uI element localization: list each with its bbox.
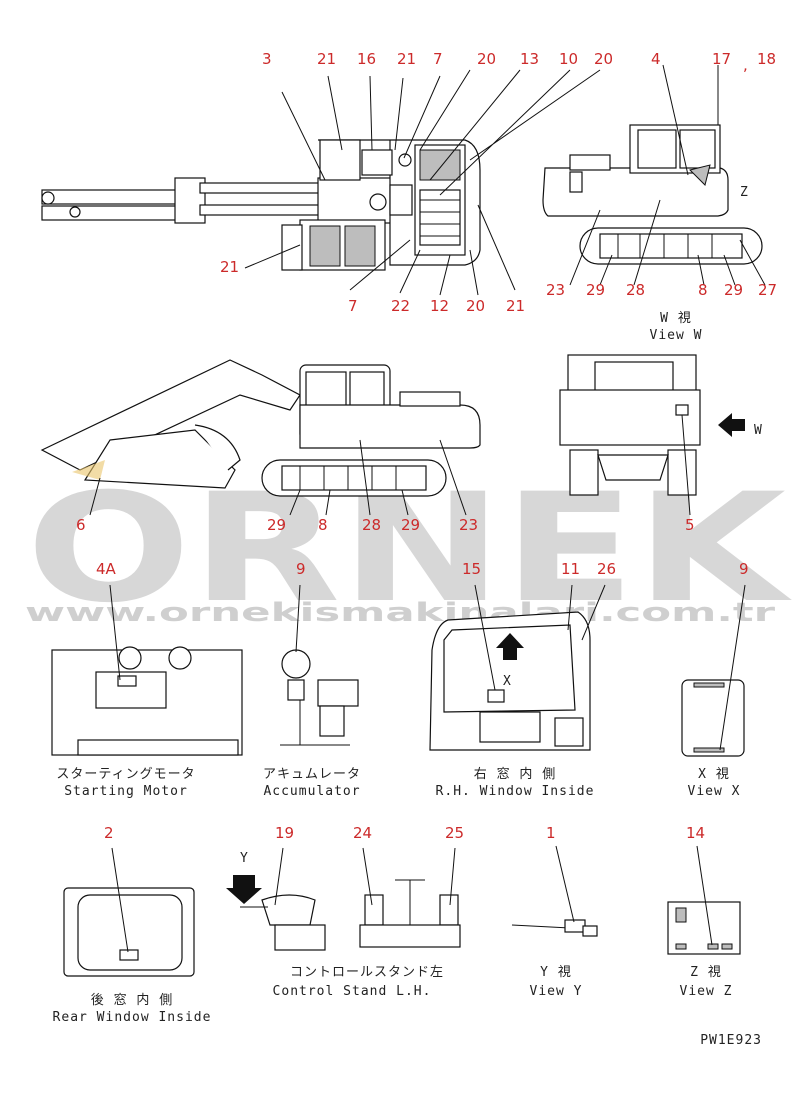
callout-top-20a: 20 [477, 50, 496, 68]
callout-control-24: 24 [353, 824, 372, 842]
callout-top-21c: 21 [220, 258, 239, 276]
callout-w-29a: 29 [586, 281, 605, 299]
callout-top-3: 3 [262, 50, 272, 68]
callout-rear-window-2: 2 [104, 824, 114, 842]
callout-w-23: 23 [546, 281, 565, 299]
arrow-down-icon [226, 875, 262, 904]
caption-control-stand-jp: コントロールスタンド左 [290, 965, 444, 980]
callout-accumulator-9: 9 [296, 560, 306, 578]
caption-rear-window-jp: 後 窓 内 側 [91, 992, 173, 1008]
callout-rh-15: 15 [462, 560, 481, 578]
caption-view-y-en: View Y [530, 984, 583, 999]
top-view-excavator: 3 21 16 21 7 20 13 10 20 21 7 22 12 20 2… [41, 50, 613, 315]
panel-accumulator: 9 アキュムレータ Accumulator [263, 560, 361, 799]
callout-w-8: 8 [698, 281, 708, 299]
drawing-code: PW1E923 [700, 1033, 762, 1048]
caption-accumulator-jp: アキュムレータ [263, 767, 361, 782]
callout-w-29b: 29 [724, 281, 743, 299]
callout-side-28: 28 [362, 516, 381, 534]
panel-view-x: 9 X 視 View X [681, 560, 749, 799]
callout-w-17: 17 [712, 50, 731, 68]
watermark-url: www.ornekismakinalari.com.tr [25, 598, 775, 628]
callout-control-25: 25 [445, 824, 464, 842]
side-view-excavator: 6 29 8 28 29 23 [40, 359, 481, 534]
caption-w-jp: W 視 [660, 311, 692, 326]
callout-view-x-9: 9 [739, 560, 749, 578]
view-w-excavator: 4 17 , 18 Z 23 29 28 8 29 27 W 視 View W [542, 50, 777, 343]
panel-rh-window: X 15 11 26 右 窓 内 側 R.H. Window Inside [429, 560, 616, 799]
callout-rh-26: 26 [597, 560, 616, 578]
callout-w-4: 4 [651, 50, 661, 68]
callout-top-21a: 21 [317, 50, 336, 68]
caption-starting-motor-en: Starting Motor [64, 784, 188, 799]
caption-rh-window-en: R.H. Window Inside [436, 784, 595, 799]
callout-top-7: 7 [433, 50, 443, 68]
callout-view-z-14: 14 [686, 824, 705, 842]
label-y: Y [240, 851, 249, 866]
caption-view-y-jp: Y 視 [540, 965, 572, 980]
caption-control-stand-en: Control Stand L.H. [273, 984, 432, 999]
panel-starting-motor: 4A スターティングモータ Starting Motor [51, 560, 243, 799]
label-z: Z [740, 185, 749, 200]
callout-rear-5: 5 [685, 516, 695, 534]
callout-top-10: 10 [559, 50, 578, 68]
caption-starting-motor-jp: スターティングモータ [56, 767, 195, 782]
callout-top-13: 13 [520, 50, 539, 68]
callout-side-6: 6 [76, 516, 86, 534]
callout-top-22: 22 [391, 297, 410, 315]
panel-view-y: 1 Y 視 View Y [511, 824, 598, 999]
panel-rear-window: 2 後 窓 内 側 Rear Window Inside [53, 824, 212, 1025]
caption-rear-window-en: Rear Window Inside [53, 1010, 212, 1025]
rear-view-excavator: 5 W [559, 354, 763, 534]
arrow-w-icon [718, 413, 745, 437]
callout-side-23: 23 [459, 516, 478, 534]
caption-view-x-en: View X [688, 784, 741, 799]
caption-rh-window-jp: 右 窓 内 側 [474, 766, 556, 782]
arrow-up-icon [496, 633, 524, 660]
label-x: X [503, 674, 512, 689]
caption-view-z-en: View Z [680, 984, 733, 999]
callout-top-20c: 20 [466, 297, 485, 315]
callout-top-7b: 7 [348, 297, 358, 315]
panel-control-stand: Y 19 24 25 コントロールスタンド左 Control Stand L.H… [226, 824, 464, 999]
callout-w-28: 28 [626, 281, 645, 299]
callout-side-29b: 29 [401, 516, 420, 534]
callout-top-20b: 20 [594, 50, 613, 68]
callout-side-29a: 29 [267, 516, 286, 534]
callout-w-comma: , [743, 56, 748, 74]
callout-w-27: 27 [758, 281, 777, 299]
caption-accumulator-en: Accumulator [263, 784, 360, 799]
callout-w-18: 18 [757, 50, 776, 68]
callout-top-21d: 21 [506, 297, 525, 315]
callout-side-8: 8 [318, 516, 328, 534]
callout-view-y-1: 1 [546, 824, 556, 842]
label-w: W [754, 423, 763, 438]
caption-view-x-jp: X 視 [698, 767, 730, 782]
panel-view-z: 14 Z 視 View Z [667, 824, 741, 999]
callout-4a: 4A [96, 560, 117, 578]
callout-rh-11: 11 [561, 560, 580, 578]
caption-w-en: View W [650, 328, 703, 343]
caption-view-z-jp: Z 視 [690, 965, 722, 980]
callout-control-19: 19 [275, 824, 294, 842]
callout-top-21b: 21 [397, 50, 416, 68]
callout-top-12: 12 [430, 297, 449, 315]
callout-top-16: 16 [357, 50, 376, 68]
